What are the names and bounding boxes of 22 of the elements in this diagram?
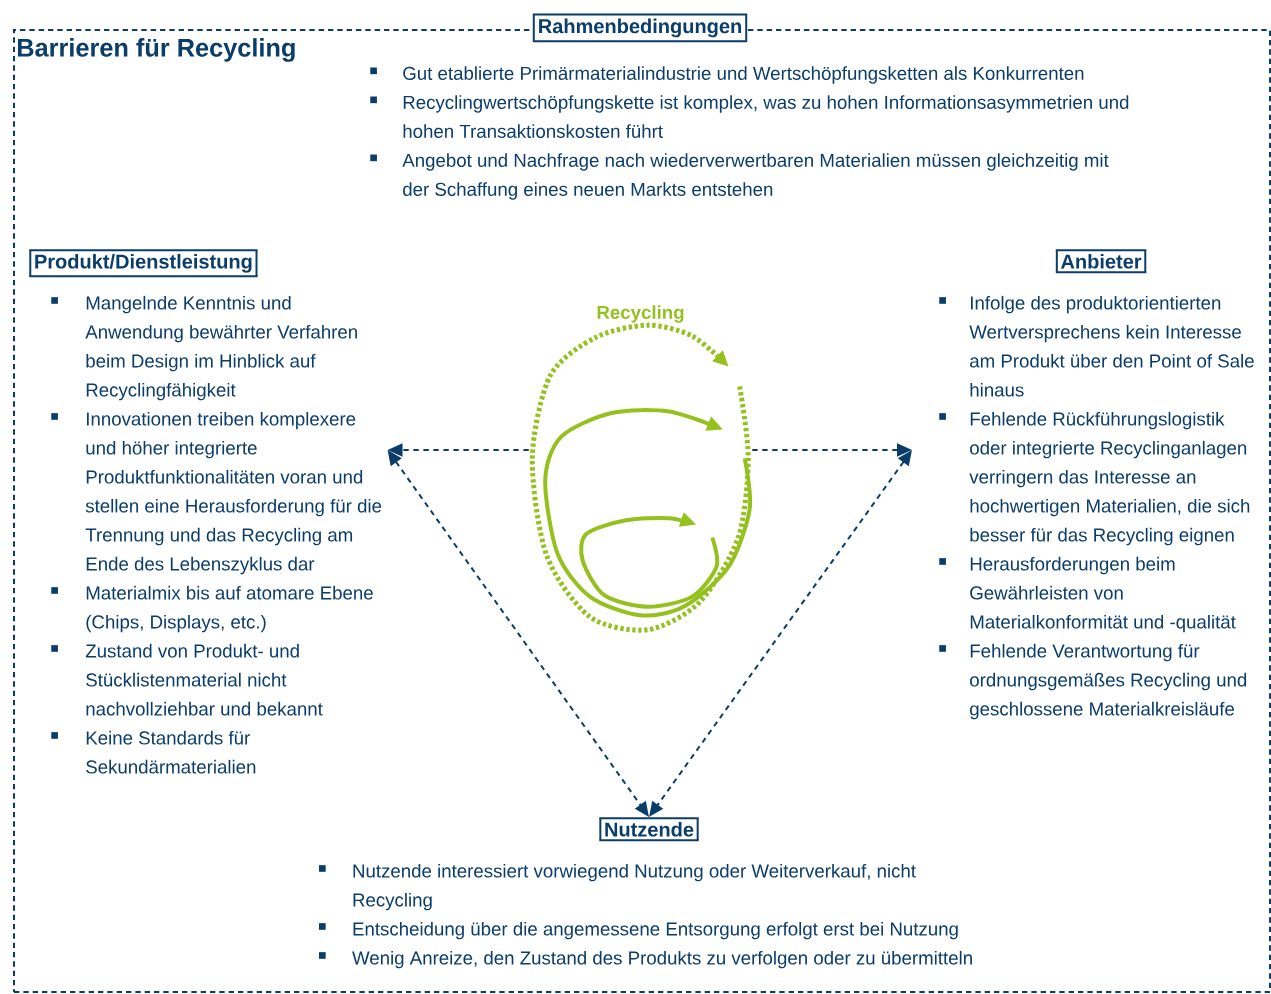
- bullet-item: Zustand von Produkt- und Stücklistenmaterial nicht nachvollziehbar und bekannt: [51, 643, 323, 716]
- bullet-item: Gut etablierte Primärmaterialindustrie und Wertschöpfungsketten als Konkurrenten: [370, 66, 1084, 84]
- heading-box: Produkt/Dienstleistung: [28, 249, 259, 278]
- bullet-item: Nutzende interessiert vorwiegend Nutzung oder Weiterverkauf, nicht Recycling: [319, 863, 916, 911]
- bullet-item: Mangelnde Kenntnis und Anwendung bewährter Verfahren beim Design im Hinblick auf Recyclingfähigkeit: [51, 295, 357, 401]
- bullet-item: Innovationen treiben komplexere und höher integrierte Produktfunktionalitäten voran und stellen eine Herausforderung für die Trennung und das Recycling am Ende des Lebenszyklus dar: [51, 411, 382, 575]
- bullet-item: Recyclingwertschöpfungskette ist komplex, was zu hohen Informationsasymmetrien und hohen Transaktionskosten führt: [370, 95, 1129, 138]
- bullet-item: Herausforderungen beim Gewährleisten von Materialkonformität und -qualität: [939, 556, 1236, 633]
- heading-box: Rahmenbedingungen: [532, 13, 748, 43]
- bullet-item: Keine Standards für Sekundärmaterialien: [51, 730, 256, 774]
- title: Barrieren für Recycling: [17, 38, 295, 62]
- heading-box: Anbieter: [1054, 249, 1148, 274]
- bullet-item: Wenig Anreize, den Zustand des Produkts zu verfolgen oder zu übermitteln: [319, 950, 972, 969]
- bullet-item: Fehlende Rückführungslogistik oder integrierte Recyclinganlagen verringern das Interesse an hochwertigen Materialien, die sich besser für das Recycling eignen: [939, 411, 1250, 546]
- heading-box: Nutzende: [598, 817, 700, 842]
- bullet-item: Infolge des produktorientierten Wertversprechens kein Interesse am Produkt über den Point of Sale hinaus: [939, 295, 1254, 397]
- bullet-item: Materialmix bis auf atomare Ebene (Chips, Displays, etc.): [51, 585, 373, 633]
- bullet-item: Fehlende Verantwortung für ordnungsgemäßes Recycling und geschlossene Materialkreisläufe: [939, 643, 1247, 720]
- bullet-item: Angebot und Nachfrage nach wiederverwertbaren Materialien müssen gleichzeitig mit der Schaffung eines neuen Markts entstehen: [370, 153, 1109, 200]
- loop-label: Recycling: [597, 305, 684, 323]
- bullet-item: Entscheidung über die angemessene Entsorgung erfolgt erst bei Nutzung: [319, 921, 958, 940]
- recycling-loop-drawing: [529, 322, 753, 633]
